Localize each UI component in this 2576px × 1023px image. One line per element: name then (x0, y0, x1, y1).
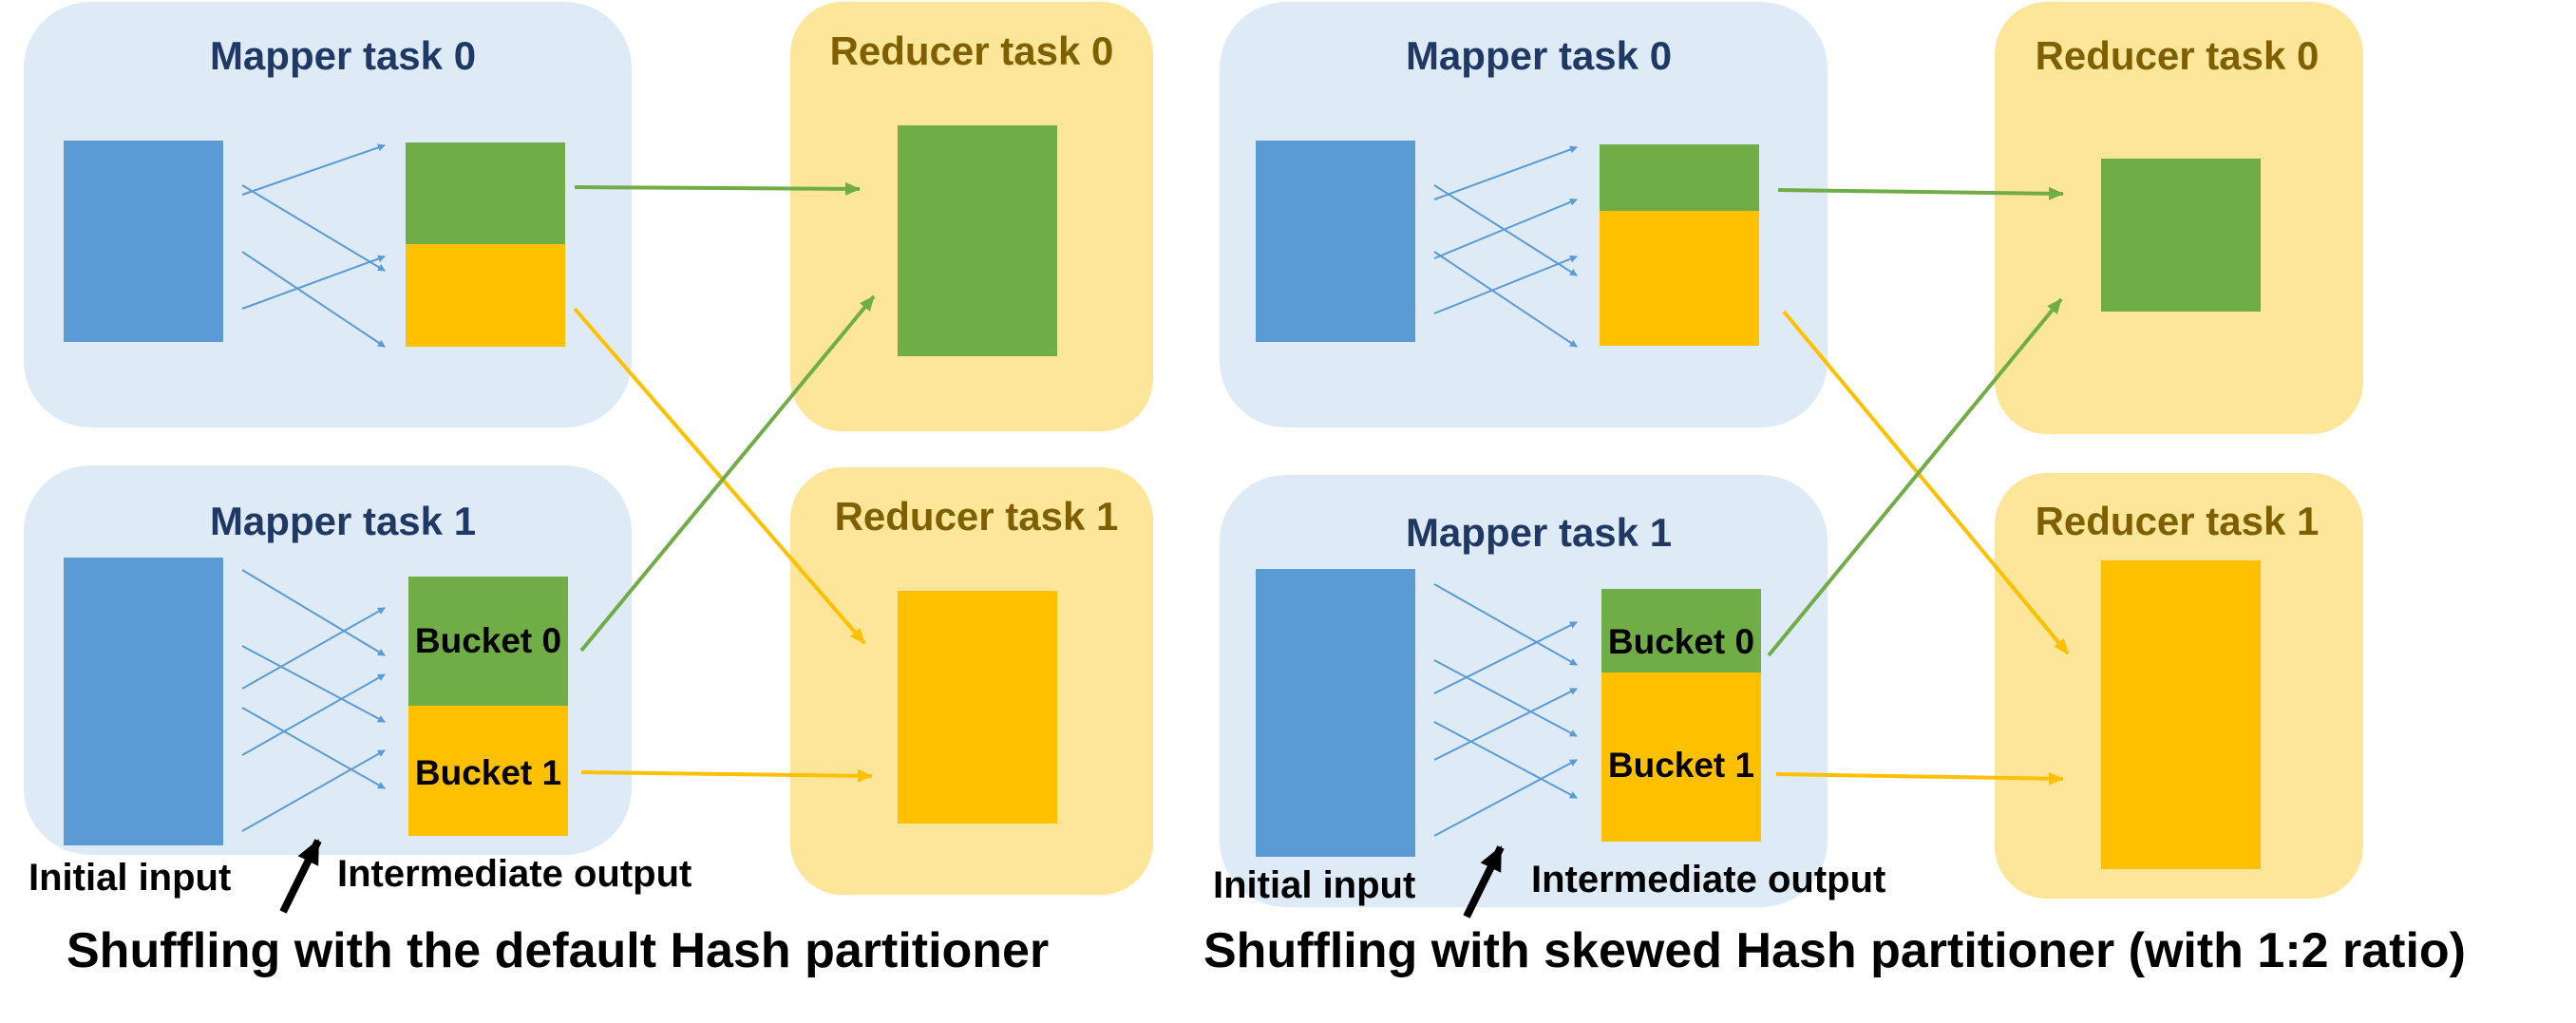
left-m1-b1-to-r1-arrow (580, 768, 873, 783)
left-reducer-task-0: Reducer task 0 (790, 2, 1153, 431)
left-reducer1-title: Reducer task 1 (835, 494, 1119, 539)
left-bucket1-label: Bucket 1 (415, 753, 561, 792)
left-mapper1-bucket0 (408, 577, 568, 706)
right-reducer1-title: Reducer task 1 (2036, 499, 2320, 543)
right-initial-input-label: Initial input (1213, 864, 1415, 906)
left-mapper0-bucket1 (406, 244, 565, 347)
right-reducer-task-1: Reducer task 1 (1995, 473, 2363, 899)
right-mapper0-initial-input-block (1256, 141, 1415, 342)
left-mapper0-title: Mapper task 0 (210, 33, 476, 78)
left-panel: Mapper task 0 Mapper task 1 (24, 2, 1153, 978)
right-mapper1-bucket1 (1601, 673, 1761, 842)
left-pointer-arrow (279, 839, 322, 914)
right-m0-b0-to-r0-arrow (1777, 186, 2064, 200)
left-caption: Shuffling with the default Hash partitio… (66, 923, 1049, 978)
right-reducer0-block (2101, 159, 2261, 312)
left-mapper0-fanout-arrows (241, 143, 386, 348)
right-m0-b1-to-r1-arrow (1782, 310, 2070, 655)
right-reducer-task-0: Reducer task 0 (1995, 2, 2363, 434)
left-reducer-task-1: Reducer task 1 (790, 467, 1153, 895)
right-shuffle-arrows (1767, 186, 2070, 786)
right-mapper1-initial-input-block (1256, 569, 1415, 857)
left-m1-b0-to-r0-arrow (579, 294, 876, 653)
left-mapper-task-0: Mapper task 0 (24, 2, 632, 427)
right-mapper1-title: Mapper task 1 (1406, 510, 1672, 555)
left-mapper-task-1: Mapper task 1 Bucket 0 Bucket 1 (24, 465, 632, 855)
left-mapper1-initial-input-block (64, 558, 223, 845)
left-reducer1-block (898, 591, 1057, 824)
left-m0-b0-to-r0-arrow (574, 181, 861, 196)
right-reducer1-block (2101, 560, 2261, 869)
left-reducer0-title: Reducer task 0 (830, 28, 1114, 73)
right-mapper1-fanout-arrows (1433, 583, 1578, 837)
left-initial-input-label: Initial input (28, 857, 231, 899)
right-mapper-task-1: Mapper task 1 Bucket 0 Bucket 1 (1220, 475, 1828, 907)
right-pointer-arrow (1463, 845, 1505, 919)
right-mapper-task-0: Mapper task 0 (1220, 2, 1828, 427)
right-bucket0-label: Bucket 0 (1608, 622, 1754, 661)
right-mapper0-title: Mapper task 0 (1406, 33, 1672, 78)
right-m1-b1-to-r1-arrow (1775, 771, 2064, 786)
left-bucket0-label: Bucket 0 (415, 621, 561, 660)
left-mapper1-bucket1 (408, 706, 568, 836)
left-m0-b1-to-r1-arrow (573, 307, 866, 645)
left-mapper1-fanout-arrows (241, 569, 386, 832)
left-mapper1-title: Mapper task 1 (210, 499, 476, 543)
right-bucket1-label: Bucket 1 (1608, 746, 1754, 785)
right-caption: Shuffling with skewed Hash partitioner (… (1203, 923, 2466, 978)
right-m1-b0-to-r0-arrow (1767, 297, 2063, 657)
right-reducer0-title: Reducer task 0 (2036, 33, 2320, 78)
left-intermediate-output-label: Intermediate output (337, 853, 691, 895)
right-intermediate-output-label: Intermediate output (1531, 859, 1885, 900)
right-mapper0-fanout-arrows (1433, 145, 1578, 348)
left-shuffle-arrows (573, 181, 876, 783)
right-panel: Mapper task 0 Mapper task 1 (1203, 2, 2466, 978)
right-mapper0-bucket0 (1600, 144, 1759, 211)
right-mapper1-bucket0 (1601, 589, 1761, 673)
right-mapper0-bucket1 (1600, 211, 1759, 346)
left-reducer0-block (898, 125, 1057, 356)
left-mapper0-initial-input-block (64, 141, 223, 342)
left-mapper0-bucket0 (406, 142, 565, 244)
